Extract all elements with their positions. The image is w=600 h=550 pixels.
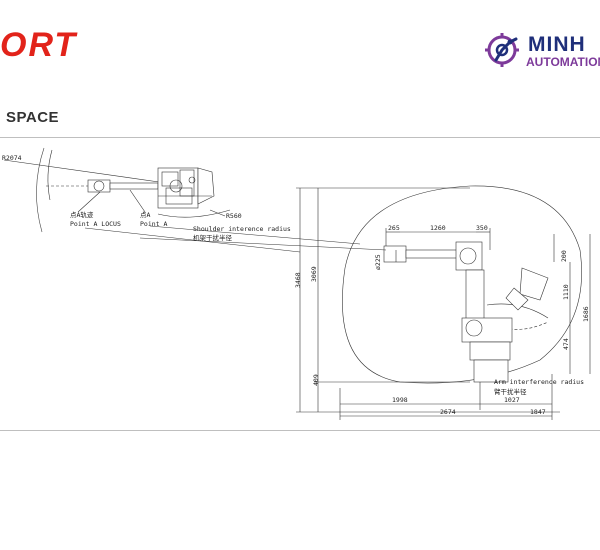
divider-top — [0, 137, 600, 138]
shoulder-radius-cn-label: 机架干扰半径 — [193, 233, 233, 242]
minh-automation-logo: MINH AUTOMATION — [484, 30, 600, 72]
dim-265: 265 — [388, 224, 400, 232]
shoulder-radius-label: Shoulder interence radius — [193, 225, 291, 233]
brand-logo-text: ORT — [0, 26, 78, 64]
point-a-locus-cn-label: 点A轨迹 — [70, 210, 94, 219]
dim-409: 409 — [312, 374, 320, 386]
dim-3468: 3468 — [294, 272, 302, 288]
logo-wordmark: MINH — [528, 33, 586, 56]
point-a-label: Point A — [140, 220, 167, 228]
radius-label-r2074: R2074 — [2, 154, 22, 162]
divider-bottom — [0, 430, 600, 431]
point-a-cn-label: 点A — [140, 211, 151, 219]
dim-1998: 1998 — [392, 396, 408, 404]
dim-1847: 1847 — [530, 408, 546, 416]
arm-radius-label: Arm interference radius — [494, 378, 584, 386]
robot-workspace-drawing: R2074 点A轨迹 Point A LOCUS 点A Point A R560… — [2, 147, 591, 420]
dim-350: 350 — [476, 224, 488, 232]
dim-1260: 1260 — [430, 224, 446, 232]
top-view-figure — [3, 147, 361, 253]
radius-label-r560: R560 — [226, 212, 242, 220]
dim-200: 200 — [560, 250, 568, 262]
dim-phi225: ø225 — [374, 254, 382, 270]
dim-1027: 1027 — [504, 396, 520, 404]
dim-474: 474 — [562, 338, 570, 350]
arm-radius-cn-label: 臂干扰半径 — [494, 387, 527, 396]
dim-1110: 1110 — [562, 284, 570, 300]
dim-2674: 2674 — [440, 408, 456, 416]
logo-subtitle: AUTOMATION — [526, 55, 600, 69]
dim-3069: 3069 — [310, 266, 318, 282]
section-title: SPACE — [6, 109, 60, 126]
dim-1686: 1686 — [582, 306, 590, 322]
point-a-locus-label: Point A LOCUS — [70, 220, 121, 228]
robot-arm-gear-icon — [485, 33, 519, 67]
side-view-figure — [139, 185, 591, 420]
